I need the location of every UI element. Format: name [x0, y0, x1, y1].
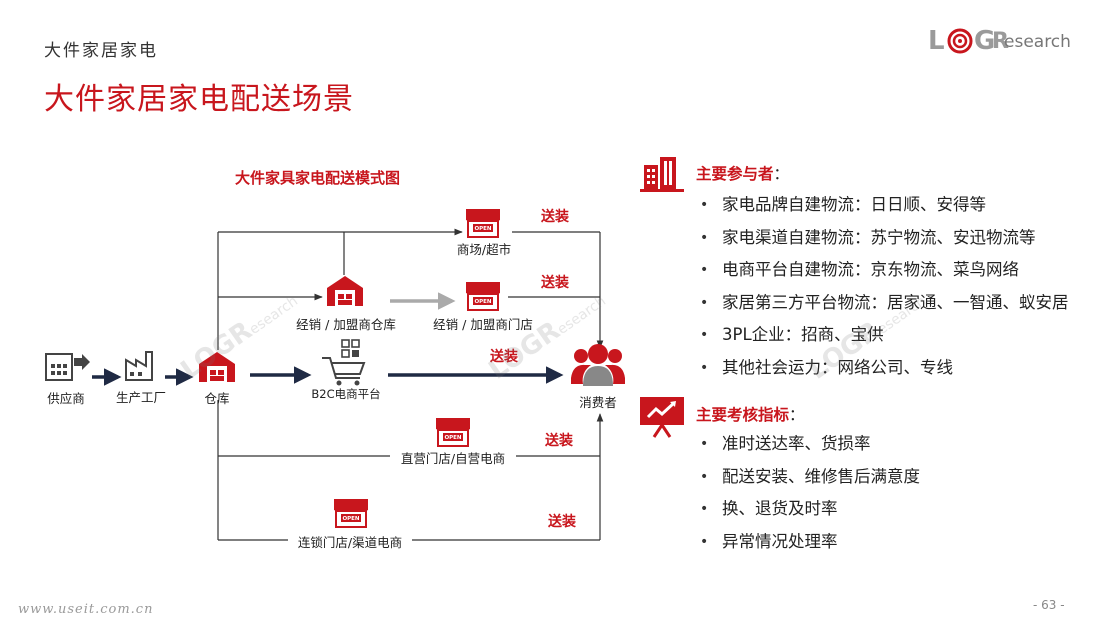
chart-board-icon [640, 397, 684, 438]
store-icon-chain [334, 499, 368, 528]
node-direct-store: 直营门店/自营电商 [400, 451, 506, 466]
logo-research-text: esearch [1004, 32, 1071, 52]
list-item: 家电渠道自建物流：苏宁物流、安迅物流等 [700, 222, 1069, 255]
logo: L G R esearch [928, 24, 1078, 60]
store-icon-direct [436, 418, 470, 447]
section-subtitle: 大件家居家电 [44, 41, 158, 61]
open-sign: OPEN [474, 226, 491, 232]
list-item: 异常情况处理率 [700, 526, 920, 559]
node-supplier: 供应商 [47, 391, 85, 406]
logo-letter-r: R [992, 29, 1010, 54]
list-item: 电商平台自建物流：京东物流、菜鸟网络 [700, 254, 1069, 287]
branch-lines [217, 228, 604, 541]
page-number: - 63 - [1033, 598, 1065, 612]
delivery-label: 送装 [545, 433, 573, 449]
list-item: 换、退货及时率 [700, 493, 920, 526]
consumer-icon [571, 344, 625, 386]
footer-url: www.useit.com.cn [18, 602, 154, 617]
supplier-icon [45, 353, 90, 381]
open-signs: OPEN OPEN OPEN OPEN [342, 226, 491, 522]
participants-colon: ： [773, 165, 790, 183]
open-sign: OPEN [474, 299, 491, 305]
kpi-colon: ： [789, 406, 805, 424]
main-flow-arrows [92, 366, 564, 386]
building-icon [640, 157, 684, 192]
store-icon-dealer [466, 282, 500, 311]
warehouse-icon [199, 352, 235, 382]
kpi-list: 准时送达率、货损率 配送安装、维修售后满意度 换、退货及时率 异常情况处理率 [700, 428, 920, 558]
cart-icon [322, 339, 366, 386]
node-dealer-store: 经销 / 加盟商门店 [433, 317, 533, 332]
list-item: 3PL企业：招商、宝供 [700, 319, 1069, 352]
list-item: 准时送达率、货损率 [700, 428, 920, 461]
participants-heading: 主要参与者： [696, 162, 789, 184]
logo-letter-g: G [974, 26, 997, 56]
node-dealer-warehouse: 经销 / 加盟商仓库 [296, 317, 396, 332]
open-sign: OPEN [444, 435, 461, 441]
list-item: 家居第三方平台物流：居家通、一智通、蚁安居 [700, 287, 1069, 320]
logo-letter-l: L [928, 26, 946, 56]
node-b2c: B2C电商平台 [311, 387, 381, 401]
list-item: 配送安装、维修售后满意度 [700, 461, 920, 494]
open-sign: OPEN [342, 516, 359, 522]
delivery-label: 送装 [541, 209, 569, 225]
node-warehouse: 仓库 [204, 391, 230, 406]
dealer-warehouse-icon [327, 276, 363, 306]
node-consumer: 消费者 [579, 395, 617, 410]
node-chain-store: 连锁门店/渠道电商 [297, 535, 403, 550]
delivery-label: 送装 [490, 349, 518, 365]
factory-icon [125, 351, 153, 381]
node-mall: 商场/超市 [456, 242, 512, 257]
diagram-title: 大件家具家电配送模式图 [235, 169, 401, 187]
list-item: 家电品牌自建物流：日日顺、安得等 [700, 189, 1069, 222]
page-title: 大件家居家电配送场景 [44, 82, 354, 117]
kpi-heading-text: 主要考核指标 [696, 406, 790, 424]
participants-list: 家电品牌自建物流：日日顺、安得等 家电渠道自建物流：苏宁物流、安迅物流等 电商平… [700, 189, 1069, 384]
delivery-label: 送装 [541, 275, 569, 291]
participants-heading-text: 主要参与者 [696, 165, 774, 183]
list-item: 其他社会运力：网络公司、专线 [700, 352, 1069, 385]
logo-graphic [947, 28, 973, 54]
kpi-heading: 主要考核指标： [696, 403, 805, 425]
node-factory: 生产工厂 [115, 390, 167, 405]
delivery-label: 送装 [548, 514, 576, 530]
store-icon-mall [466, 209, 500, 238]
